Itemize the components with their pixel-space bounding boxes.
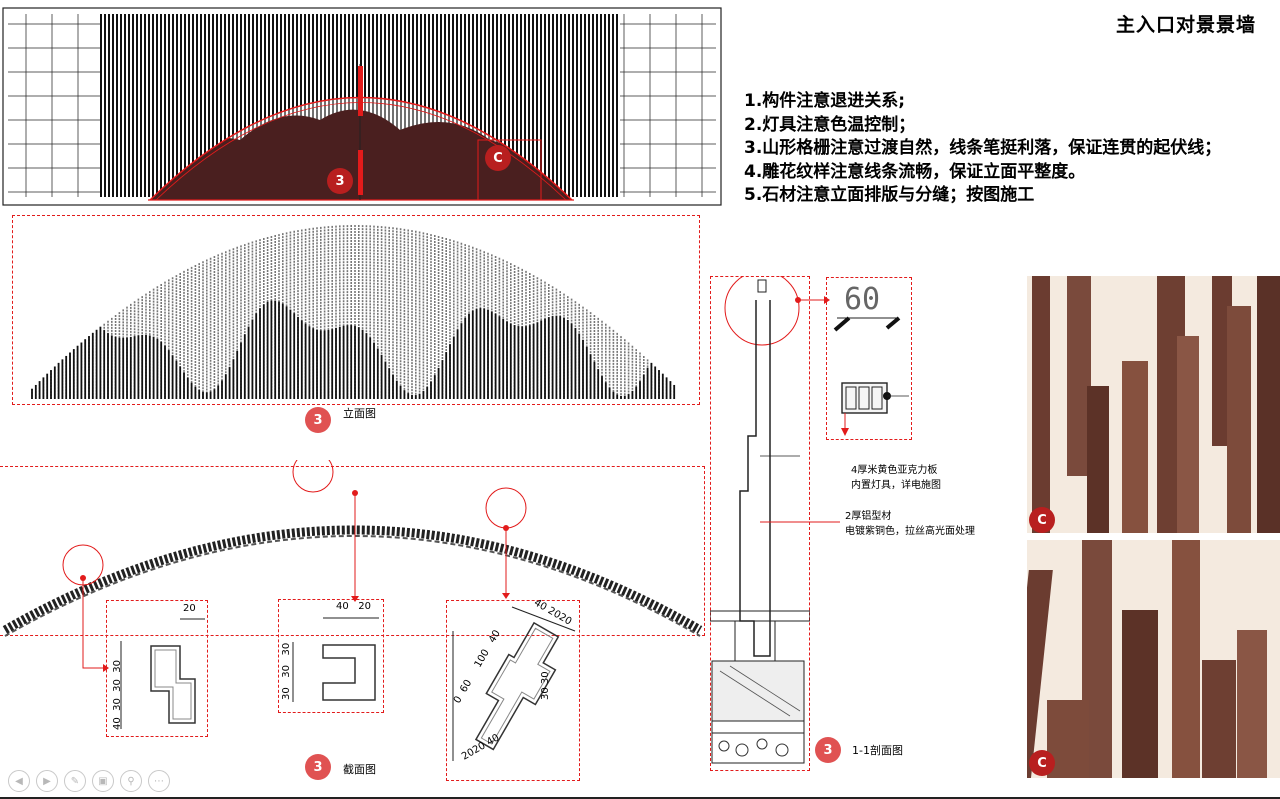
badge-c-photo-bottom: C: [1029, 750, 1055, 776]
pen-icon[interactable]: ✎: [64, 770, 86, 792]
page-title: 主入口对景景墙: [1115, 14, 1256, 36]
badge-3-overview: 3: [327, 168, 353, 194]
zoom-icon[interactable]: ⚲: [120, 770, 142, 792]
design-notes: 1.构件注意退进关系; 2.灯具注意色温控制； 3.山形格栅注意过渡自然，线条笔…: [744, 90, 1221, 208]
callout-acrylic: 4厚米黄色亚克力板 内置灯具，详电施图: [851, 465, 941, 491]
dim-2-side: 30 30 30: [281, 642, 292, 700]
callout-aluminum: 2厚铝型材 电镀紫铜色，拉丝高光面处理: [845, 511, 975, 537]
badge-3-cut: 3: [815, 737, 841, 763]
note-4: 4.雕花纹样注意线条流畅，保证立面平整度。: [744, 161, 1086, 182]
badge-c-overview: C: [485, 145, 511, 171]
stone-panel-right: [620, 14, 716, 197]
next-icon[interactable]: ▶: [36, 770, 58, 792]
cut-section-drawing: [710, 276, 810, 764]
dim-1-top: 20: [183, 603, 196, 614]
section-detail-1: [106, 600, 208, 737]
badge-3-section: 3: [305, 754, 331, 780]
detail-2-profile: [292, 617, 379, 702]
badge-3-elevation: 3: [305, 407, 331, 433]
elevation-grille-drawing: [31, 225, 676, 399]
caption-section: 截面图: [343, 763, 376, 776]
prev-icon[interactable]: ◀: [8, 770, 30, 792]
detail-3-profile: [452, 606, 576, 761]
caption-cut-section: 1-1剖面图: [852, 744, 903, 757]
more-icon[interactable]: ⋯: [148, 770, 170, 792]
detail-1-profile: [120, 618, 205, 729]
section-frame: [0, 466, 705, 636]
dim-sixty: 60: [844, 282, 881, 317]
cut-section-frame: [710, 276, 810, 771]
note-1: 1.构件注意退进关系;: [744, 91, 906, 111]
stone-panel-left: [8, 14, 100, 197]
note-3: 3.山形格栅注意过渡自然，线条笔挺利落，保证连贯的起伏线；: [744, 138, 1222, 158]
note-2: 2.灯具注意色温控制；: [744, 114, 916, 135]
section-detail-3: [446, 600, 580, 781]
render-photo-top: [1027, 276, 1280, 533]
section-detail-2: [278, 599, 384, 713]
elevation-frame: [12, 215, 700, 405]
screen-icon[interactable]: ▣: [92, 770, 114, 792]
dim-2-top: 40 20: [336, 601, 372, 612]
lamp-detail-drawing: [833, 316, 909, 436]
caption-elevation: 立面图: [343, 407, 376, 420]
dim-3-right: 30 30: [540, 671, 551, 700]
note-5: 5.石材注意立面排版与分缝；按图施工: [744, 185, 1035, 205]
render-photo-bottom: [1027, 540, 1280, 778]
cut-section-leaders: [760, 296, 840, 523]
dim-1-side: 40 30 30 30: [112, 659, 123, 730]
slideshow-nav: ◀ ▶ ✎ ▣ ⚲ ⋯: [8, 770, 170, 792]
bottom-border: [0, 797, 1280, 799]
wall-overview-drawing: [2, 7, 722, 206]
badge-c-photo-top: C: [1029, 507, 1055, 533]
lamp-detail-frame: [826, 277, 912, 440]
